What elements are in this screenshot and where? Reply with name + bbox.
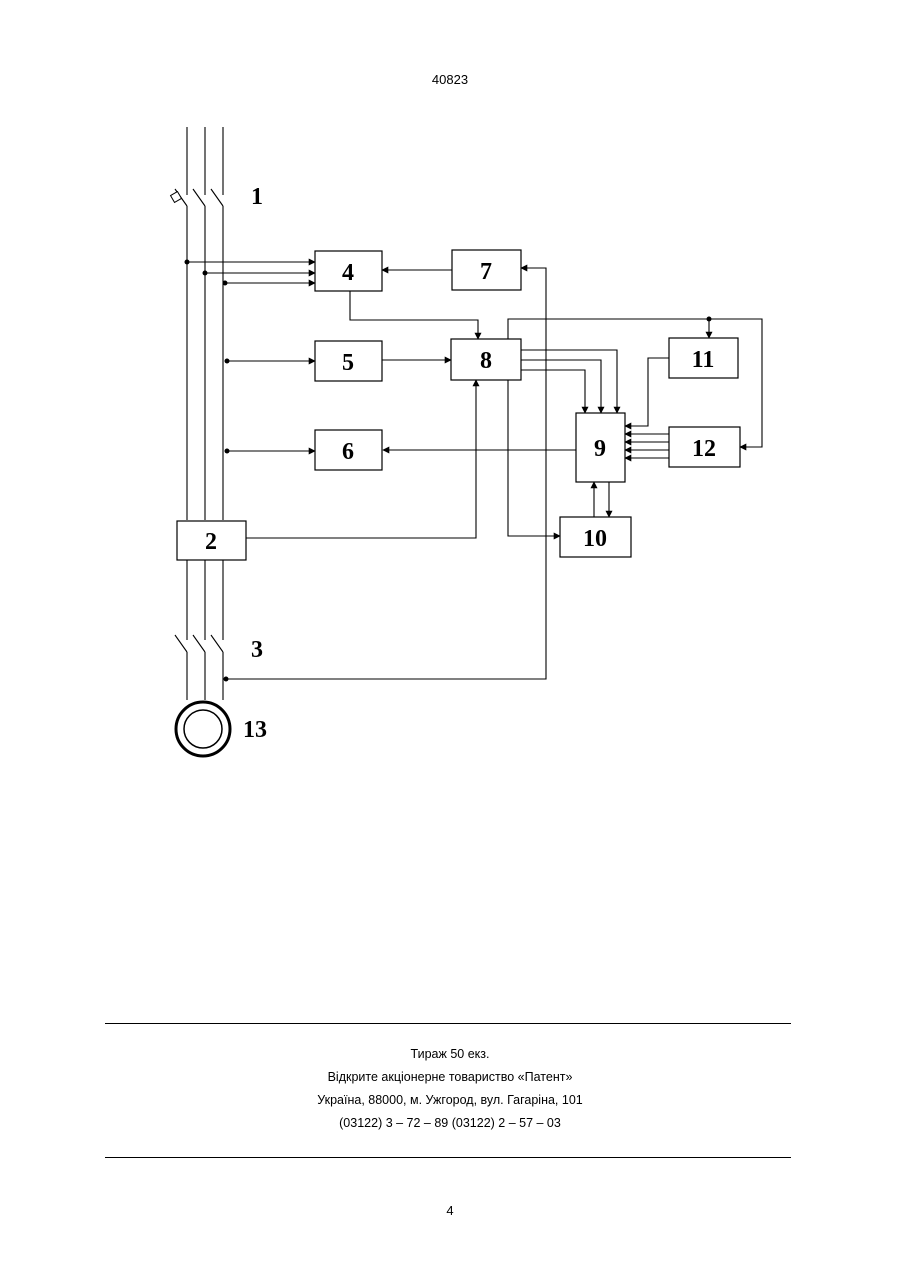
publisher-phones: (03122) 3 – 72 – 89 (03122) 2 – 57 – 03 xyxy=(0,1114,900,1137)
print-run: Тираж 50 екз. xyxy=(0,1045,900,1068)
footer-top-rule xyxy=(105,1023,791,1024)
block-8-label: 8 xyxy=(480,348,492,374)
block-4-label: 4 xyxy=(342,260,354,286)
block-7-label: 7 xyxy=(480,259,492,285)
block-5: 5 xyxy=(315,341,382,381)
block-9-label: 9 xyxy=(594,436,606,462)
block-10: 10 xyxy=(560,517,631,557)
block-12-label: 12 xyxy=(692,436,716,462)
block-8: 8 xyxy=(451,339,521,380)
breaker-1-label: 1 xyxy=(251,184,263,210)
block-11-label: 11 xyxy=(692,347,715,373)
block-2-label: 2 xyxy=(205,529,217,555)
block-5-label: 5 xyxy=(342,350,354,376)
page-number: 4 xyxy=(0,1203,900,1218)
block-6-label: 6 xyxy=(342,439,354,465)
footer-bottom-rule xyxy=(105,1157,791,1158)
publisher: Відкрите акціонерне товариство «Патент» xyxy=(0,1068,900,1091)
footer: Тираж 50 екз. Відкрите акціонерне товари… xyxy=(0,1045,900,1137)
block-7: 7 xyxy=(452,250,521,290)
power-lines xyxy=(171,127,223,700)
breaker-3-label: 3 xyxy=(251,637,263,663)
block-11: 11 xyxy=(669,338,738,378)
block-4: 4 xyxy=(315,251,382,291)
block-10-label: 10 xyxy=(583,526,607,552)
motor-13-label: 13 xyxy=(243,717,267,743)
block-12: 12 xyxy=(669,427,740,467)
publisher-address: Україна, 88000, м. Ужгород, вул. Гагарін… xyxy=(0,1091,900,1114)
block-2: 2 xyxy=(177,521,246,560)
block-9: 9 xyxy=(576,413,625,482)
patent-number: 40823 xyxy=(0,72,900,87)
motor-symbol xyxy=(176,702,230,756)
block-diagram: 2 4 5 6 7 8 9 10 xyxy=(105,108,795,773)
block-6: 6 xyxy=(315,430,382,470)
